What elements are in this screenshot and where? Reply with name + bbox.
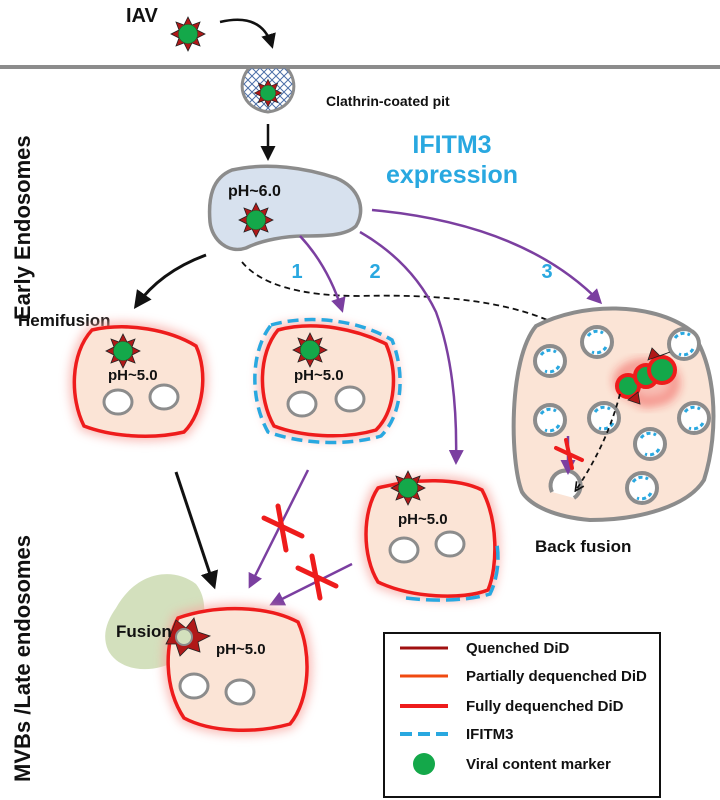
legend-label: Viral content marker (466, 756, 611, 773)
hemifusion-virion-icon (105, 333, 141, 369)
ifitm3-title-line1: IFITM3 (412, 131, 491, 159)
dashed-bypass-arrow (241, 261, 574, 334)
late-ph-label-b: pH~5.0 (294, 367, 344, 384)
late-ph-label-d: pH~5.0 (216, 641, 266, 658)
pit-virion-icon (254, 79, 282, 107)
path3-arrow (371, 208, 603, 305)
path1-number: 1 (291, 261, 302, 283)
path2-number: 2 (369, 261, 380, 283)
block-mark-2 (295, 553, 339, 601)
block-mark-1 (261, 503, 305, 553)
legend-swatch (413, 753, 435, 775)
path1-blocked-arrow (248, 469, 310, 589)
iav-label: IAV (126, 5, 159, 27)
late-ph-label-a: pH~5.0 (108, 367, 158, 384)
clathrin-coated-pit (240, 65, 296, 114)
hemifusion-label: Hemifusion (18, 311, 111, 330)
legend-label: IFITM3 (466, 726, 514, 743)
legend-entry: Fully dequenched DiD (400, 698, 624, 715)
legend-label: Quenched DiD (466, 640, 570, 657)
hemifusion-arrow (133, 253, 207, 309)
fusion-label: Fusion (116, 622, 172, 641)
back-fusion-label: Back fusion (535, 537, 631, 556)
ifitm3-title-line2: expression (386, 161, 518, 189)
back-fusion-dashed-arrow (576, 393, 621, 490)
legend-entry: Partially dequenched DiD (400, 668, 647, 685)
legend-label: Partially dequenched DiD (466, 668, 647, 685)
late-endosome-hemifusion (69, 321, 208, 442)
iav-virion-icon (170, 16, 206, 52)
path2-arrow (359, 230, 464, 465)
entry-arrow (219, 18, 276, 49)
path2-virion-icon (390, 470, 426, 506)
early-endosomes-side-label: Early Endosomes (10, 135, 35, 320)
legend-label: Fully dequenched DiD (466, 698, 624, 715)
late-endosome-fusion (163, 603, 312, 736)
block-mark-3 (554, 438, 584, 470)
early-endosome (207, 164, 363, 252)
legend-entry: Viral content marker (413, 753, 611, 775)
late-ph-label-c: pH~5.0 (398, 511, 448, 528)
merged-virion-cluster (614, 347, 679, 407)
early-ph-label: pH~6.0 (228, 183, 281, 200)
legend-entry: IFITM3 (400, 726, 514, 743)
to-fusion-arrow (174, 471, 218, 590)
legend: Quenched DiD Partially dequenched DiD Full… (383, 632, 661, 798)
late-endosomes-side-label: MVBs /Late endosomes (10, 535, 35, 782)
path3-number: 3 (541, 261, 552, 283)
late-endosome-ifitm3-path1 (253, 317, 402, 445)
early-endosome-virion-icon (238, 202, 274, 238)
legend-entry: Quenched DiD (400, 640, 570, 657)
clathrin-pit-label: Clathrin-coated pit (326, 93, 450, 109)
path1-arrow (299, 235, 346, 313)
late-endosome-path2 (361, 475, 500, 602)
path2-blocked-arrow (269, 562, 353, 606)
path1-virion-icon (292, 332, 328, 368)
